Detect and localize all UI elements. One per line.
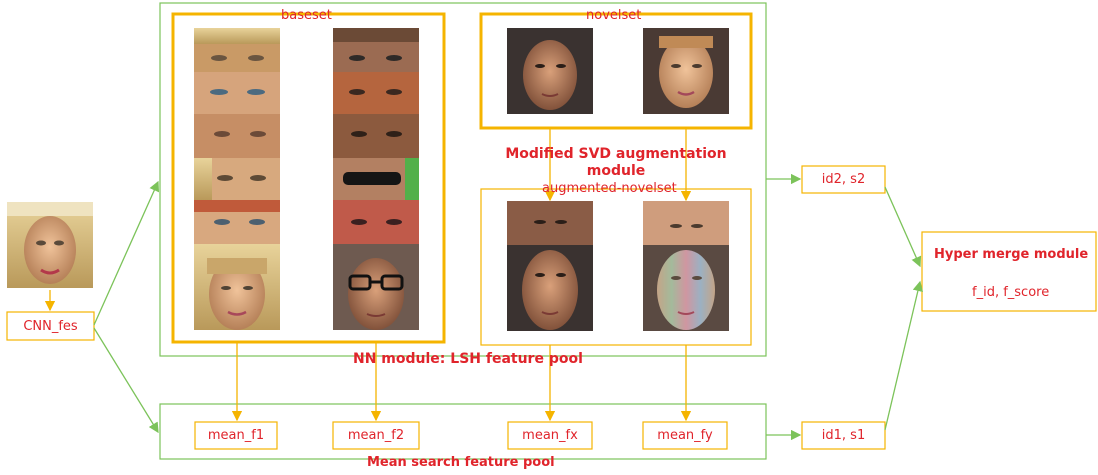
arrow-cnn-to-mean [93, 327, 159, 434]
arrow-id1-to-hyper [884, 280, 923, 431]
mean-f1-label: mean_f1 [207, 428, 265, 443]
id2s2-label: id2, s2 [821, 172, 866, 187]
mean-pool-box [159, 403, 767, 460]
mean-f2-box [332, 421, 420, 450]
novelset-face-2 [643, 28, 729, 114]
augmented-face-1 [507, 201, 593, 331]
novelset-box [479, 12, 753, 130]
baseset-right-face-column [333, 28, 419, 330]
id1s1-box [801, 421, 886, 450]
cnn-fes-label: CNN_fes [23, 318, 78, 334]
mean-pool-label: Mean search feature pool [367, 455, 555, 470]
mean-fx-box [507, 421, 593, 450]
hyper-merge-title: Hyper merge module [934, 247, 1089, 262]
hyper-merge-box [921, 231, 1097, 312]
baseset-label: baseset [281, 8, 332, 23]
baseset-left-face-column [194, 28, 280, 330]
mean-fy-label: mean_fy [657, 428, 713, 443]
novelset-face-1 [507, 28, 593, 114]
id1s1-label: id1, s1 [821, 428, 866, 443]
mean-fx-label: mean_fx [522, 428, 578, 443]
arrow-cnn-to-nn [93, 180, 160, 326]
augmented-face-2 [643, 201, 729, 331]
hyper-merge-output: f_id, f_score [972, 285, 1050, 300]
id2s2-box [801, 165, 886, 194]
svd-module-label: Modified SVD augmentation module [505, 146, 727, 179]
arrow-id2-to-hyper [884, 186, 922, 268]
baseset-box [171, 12, 446, 344]
nn-module-label: NN module: LSH feature pool [353, 351, 583, 367]
mean-f2-label: mean_f2 [347, 428, 405, 443]
mean-f1-box [194, 421, 278, 450]
mean-fy-box [642, 421, 728, 450]
augmented-novelset-box [480, 188, 752, 346]
input-face-image [7, 202, 93, 288]
augmented-novelset-label: augmented-novelset [542, 181, 677, 196]
cnn-fes-box [6, 311, 95, 341]
novelset-label: novelset [586, 8, 642, 23]
